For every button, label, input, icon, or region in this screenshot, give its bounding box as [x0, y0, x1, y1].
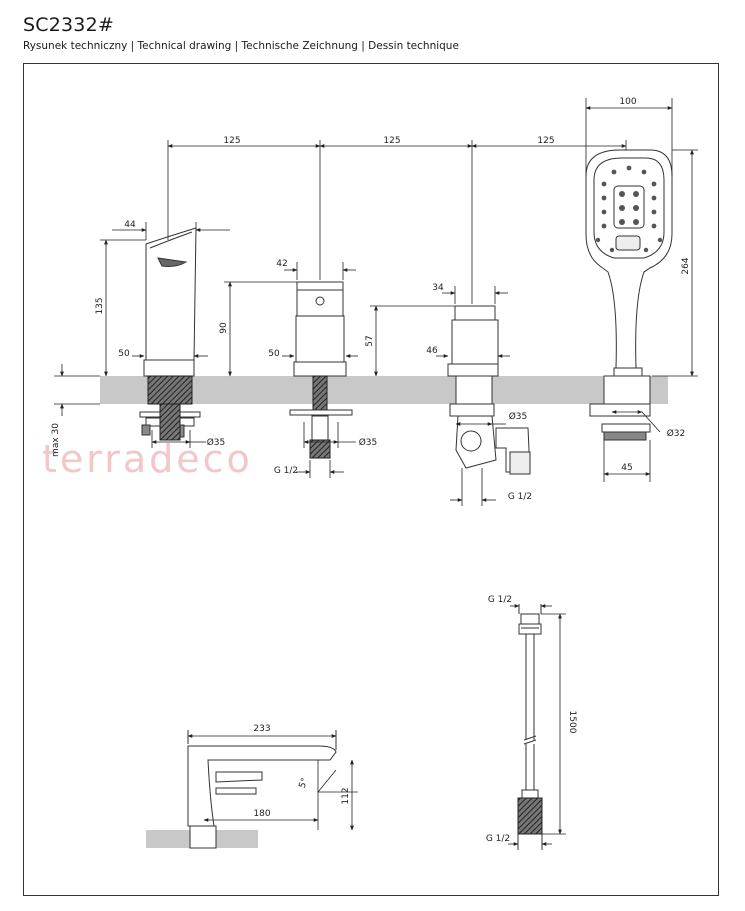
dim-diverter-top: 34 [432, 283, 444, 293]
dimension-lines [54, 98, 698, 506]
dim-side-height: 112 [341, 787, 351, 804]
dim-hose-thread-bottom: G 1/2 [486, 834, 510, 844]
dim-diverter-height: 57 [365, 335, 375, 346]
dim-hose-thread-top: G 1/2 [488, 595, 512, 605]
dim-mixer-top: 42 [276, 259, 287, 269]
dim-spacing-3: 125 [537, 136, 554, 146]
page-subtitle: Rysunek techniczny | Technical drawing |… [23, 40, 459, 52]
diverter-part [447, 305, 531, 475]
dim-spout-height: 135 [95, 297, 105, 314]
spout-part [139, 227, 201, 441]
hand-shower-part [585, 149, 673, 441]
dim-side-length: 233 [253, 724, 270, 734]
page-title: SC2332# [23, 14, 115, 36]
mixer-part [289, 281, 353, 459]
dim-diverter-thread: G 1/2 [508, 492, 532, 502]
shower-nozzles [595, 165, 663, 253]
dim-mixer-height: 90 [219, 322, 229, 334]
dim-shower-width: 100 [619, 97, 636, 107]
dim-mixer-thread: G 1/2 [274, 466, 298, 476]
dim-holder-hole: Ø32 [667, 428, 686, 439]
dim-spout-top: 44 [124, 220, 136, 230]
dim-spacing-1: 125 [223, 136, 240, 146]
dim-spacing-2: 125 [383, 136, 400, 146]
dim-diverter-base: 46 [426, 346, 438, 356]
shower-hose [508, 604, 566, 850]
dim-spout-base: 50 [118, 349, 130, 359]
dim-spout-hole: Ø35 [207, 437, 226, 448]
dim-mixer-hole: Ø35 [359, 437, 378, 448]
dim-side-angle: 5° [298, 777, 311, 790]
dim-mixer-base: 50 [268, 349, 280, 359]
dim-hose-length: 1500 [567, 711, 577, 734]
dim-holder-base: 45 [621, 463, 632, 473]
deck-plate [100, 376, 668, 404]
dim-deck-max: max 30 [51, 423, 61, 457]
dim-shower-height: 264 [681, 257, 691, 274]
watermark-text: terradeco [42, 437, 253, 481]
side-view [146, 730, 358, 849]
dim-diverter-hole: Ø35 [509, 411, 528, 422]
drawing-frame [23, 63, 719, 896]
dim-side-reach: 180 [253, 809, 270, 819]
